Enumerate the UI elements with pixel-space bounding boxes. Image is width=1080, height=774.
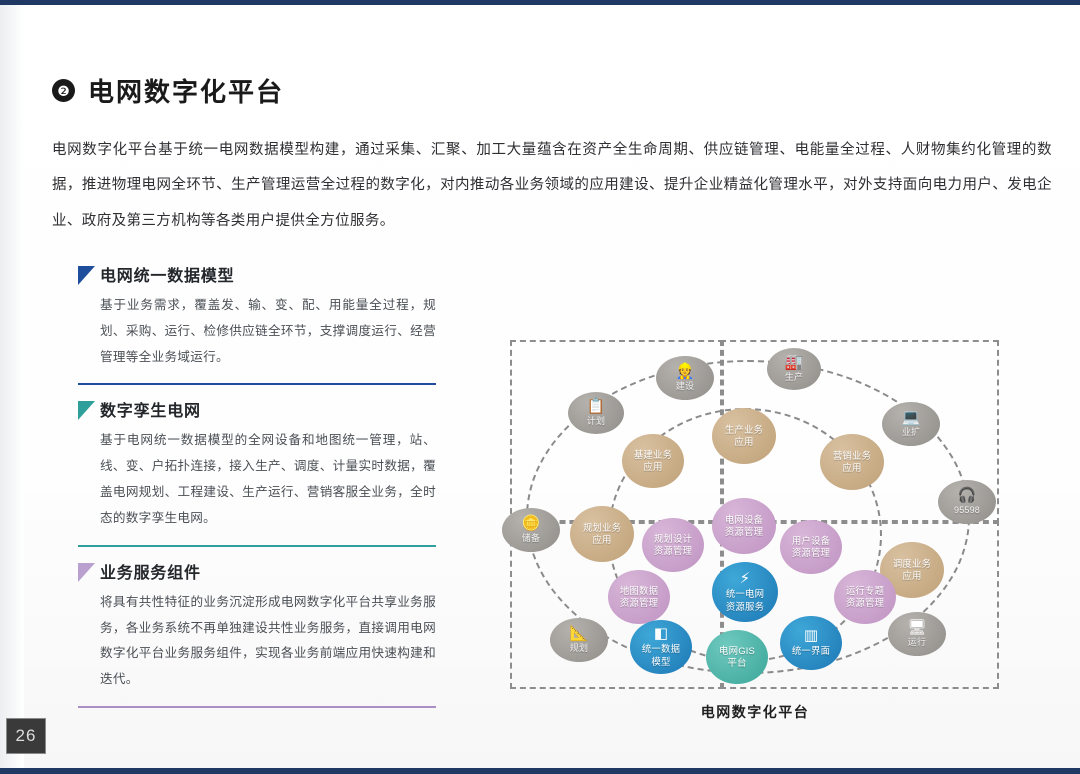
ring-node-用户设备-资源管理: 用户设备 资源管理 <box>780 520 842 574</box>
node-label: 电网GIS 平台 <box>719 644 755 668</box>
card-body: 将具有共性特征的业务沉淀形成电网数字化平台共享业务服务，各业务系统不再单独建设共… <box>100 594 436 687</box>
feature-card-digital-twin: 数字孪生电网 基于电网统一数据模型的全网设备和地图统一管理，站、线、变、户拓扑连… <box>78 397 438 558</box>
section-number-badge: ❷ <box>52 79 75 102</box>
ring-node-营销业务-应用: 营销业务 应用 <box>820 434 884 490</box>
ring-node-运行专题-资源管理: 运行专题 资源管理 <box>834 570 896 624</box>
生产-icon: 🏭 <box>784 353 804 371</box>
统一界面-icon: ▥ <box>803 627 819 645</box>
node-label: 95598 <box>953 504 981 515</box>
outer-node-95598: 🎧95598 <box>938 480 996 524</box>
outer-node-生产: 🏭生产 <box>767 348 821 390</box>
ring-node-电网设备-资源管理: 电网设备 资源管理 <box>712 498 776 554</box>
outer-node-储备: 🪙储备 <box>502 508 560 552</box>
outer-node-建设: 👷建设 <box>656 356 714 400</box>
node-label: 统一电网 资源服务 <box>725 588 765 612</box>
node-label: 基建业务 应用 <box>633 448 673 472</box>
flag-icon <box>78 562 95 582</box>
node-label: 规划业务 应用 <box>582 521 622 545</box>
page-top-bar <box>0 0 1080 5</box>
outer-node-业扩: 💻业扩 <box>882 402 940 446</box>
node-label: 运行 <box>907 636 927 647</box>
node-label: 业扩 <box>901 426 921 437</box>
page-title: 电网数字化平台 <box>88 77 285 107</box>
ring-node-统一数据-模型: ◧统一数据 模型 <box>630 620 692 674</box>
node-label: 调度业务 应用 <box>892 557 932 581</box>
feature-card-list: 电网统一数据模型 基于业务需求，覆盖发、输、变、配、用能量全过程，规划、采购、运… <box>78 262 438 720</box>
储备-icon: 🪙 <box>521 514 541 532</box>
ring-node-统一电网-资源服务: ⚡统一电网 资源服务 <box>712 562 778 622</box>
node-label: 规划设计 资源管理 <box>653 532 693 556</box>
feature-card-data-model: 电网统一数据模型 基于业务需求，覆盖发、输、变、配、用能量全过程，规划、采购、运… <box>78 262 438 397</box>
node-label: 储备 <box>521 532 541 543</box>
node-label: 计划 <box>586 415 606 426</box>
flag-icon <box>78 266 95 285</box>
ring-node-规划设计-资源管理: 规划设计 资源管理 <box>642 518 704 572</box>
node-label: 营销业务 应用 <box>832 449 872 473</box>
node-label: 电网设备 资源管理 <box>724 513 764 537</box>
node-label: 统一数据 模型 <box>641 643 681 667</box>
规划-icon: 📐 <box>569 624 589 642</box>
card-divider <box>78 544 436 547</box>
card-body: 基于电网统一数据模型的全网设备和地图统一管理，站、线、变、户拓扑连接，接入生产、… <box>100 433 436 525</box>
node-label: 生产业务 应用 <box>724 423 764 447</box>
ring-node-规划业务-应用: 规划业务 应用 <box>570 506 634 562</box>
card-title: 数字孪生电网 <box>100 403 201 421</box>
card-title: 电网统一数据模型 <box>100 268 235 285</box>
page-heading: ❷ 电网数字化平台 <box>52 72 284 109</box>
node-label: 用户设备 资源管理 <box>791 534 831 558</box>
node-label: 运行专题 资源管理 <box>845 584 885 608</box>
card-divider <box>78 383 436 386</box>
建设-icon: 👷 <box>675 362 695 380</box>
flag-icon <box>78 401 95 421</box>
card-divider <box>78 705 436 708</box>
outer-node-运行: 🖥运行 <box>888 612 946 656</box>
outer-node-规划: 📐规划 <box>550 618 608 662</box>
95598-icon: 🎧 <box>957 486 977 504</box>
运行-icon: 🖥 <box>907 618 927 636</box>
node-label: 规划 <box>569 642 589 653</box>
ring-node-地图数据-资源管理: 地图数据 资源管理 <box>608 570 670 624</box>
业扩-icon: 💻 <box>901 408 921 426</box>
node-label: 地图数据 资源管理 <box>619 584 659 608</box>
page-left-edge-shadow <box>0 5 24 769</box>
ring-node-统一界面: ▥统一界面 <box>780 616 842 670</box>
计划-icon: 📋 <box>586 397 606 415</box>
outer-node-计划: 📋计划 <box>568 392 624 434</box>
node-label: 建设 <box>675 380 695 391</box>
card-body: 基于业务需求，覆盖发、输、变、配、用能量全过程，规划、采购、运行、检修供应链全环… <box>100 298 436 364</box>
card-title: 业务服务组件 <box>100 564 201 582</box>
ring-node-电网GIS-平台: 电网GIS 平台 <box>706 630 768 684</box>
node-label: 统一界面 <box>791 645 831 657</box>
intro-paragraph: 电网数字化平台基于统一电网数据模型构建，通过采集、汇聚、加工大量蕴含在资产全生命… <box>52 141 1052 229</box>
ring-node-基建业务-应用: 基建业务 应用 <box>622 434 684 488</box>
统一数据-模型-icon: ◧ <box>653 625 669 643</box>
ring-node-生产业务-应用: 生产业务 应用 <box>712 408 776 464</box>
page-bottom-bar <box>0 768 1080 774</box>
node-label: 生产 <box>784 371 804 382</box>
page-number-badge: 26 <box>6 718 46 754</box>
统一电网-资源服务-icon: ⚡ <box>739 570 751 588</box>
feature-card-service-components: 业务服务组件 将具有共性特征的业务沉淀形成电网数字化平台共享业务服务，各业务系统… <box>78 559 438 720</box>
platform-architecture-diagram: 基建业务 应用 生产业务 应用营销业务 应用规划业务 应用调度业务 应用 规划设计 … <box>490 330 1020 730</box>
diagram-caption: 电网数字化平台 <box>700 704 810 720</box>
